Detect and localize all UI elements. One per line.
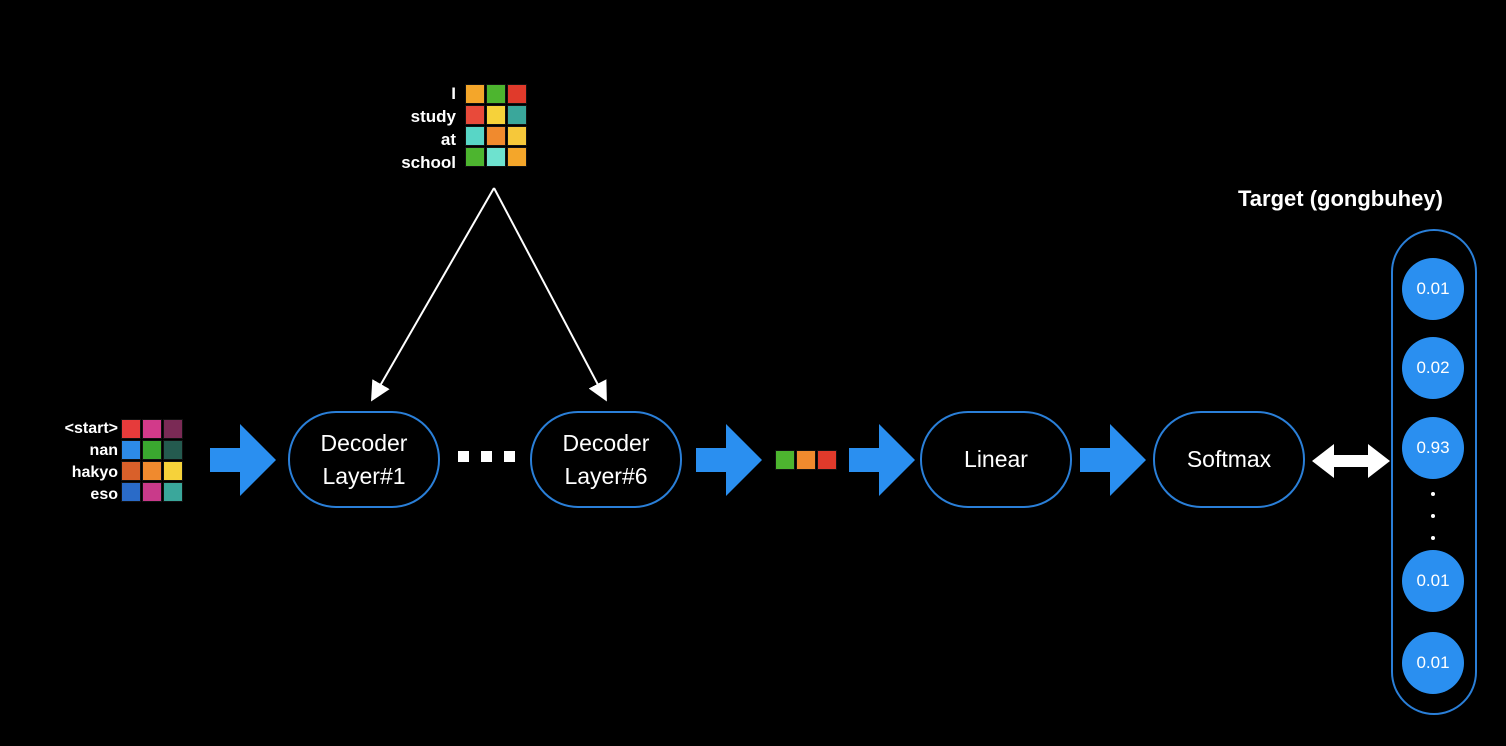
decoder-layer-1-node: Decoder Layer#1 xyxy=(288,411,440,508)
matrix-cell xyxy=(465,126,485,146)
matrix-cell xyxy=(507,147,527,167)
decoder-output-vector xyxy=(775,450,838,471)
linear-label: Linear xyxy=(964,446,1028,472)
probability-bubble: 0.01 xyxy=(1402,258,1464,320)
arrow-right-icon xyxy=(1080,424,1146,496)
decoder-input-word: eso xyxy=(90,486,118,503)
target-title: Target (gongbuhey) xyxy=(1238,186,1443,211)
arrow-right-icon xyxy=(210,424,276,496)
matrix-cell xyxy=(465,147,485,167)
matrix-cell xyxy=(507,105,527,125)
probability-bubble: 0.02 xyxy=(1402,337,1464,399)
encoder-word: study xyxy=(410,107,456,126)
probability-bubble: 0.93 xyxy=(1402,417,1464,479)
matrix-cell xyxy=(486,105,506,125)
decoder-layer-6-node: Decoder Layer#6 xyxy=(530,411,682,508)
vector-cell xyxy=(775,450,795,470)
encoder-word: I xyxy=(451,84,456,103)
arrow-right-icon xyxy=(849,424,915,496)
matrix-cell xyxy=(486,126,506,146)
encoder-output-matrix xyxy=(465,84,528,168)
vertical-ellipsis-dot xyxy=(1431,536,1435,540)
matrix-cell xyxy=(121,419,141,439)
ellipsis-icon xyxy=(458,451,516,463)
matrix-cell xyxy=(142,440,162,460)
matrix-cell xyxy=(163,440,183,460)
matrix-cell xyxy=(486,84,506,104)
vertical-ellipsis-dot xyxy=(1431,492,1435,496)
matrix-cell xyxy=(465,84,485,104)
matrix-cell xyxy=(507,84,527,104)
matrix-cell xyxy=(121,482,141,502)
line-to-layer6 xyxy=(493,187,607,402)
matrix-cell xyxy=(163,419,183,439)
matrix-cell xyxy=(163,482,183,502)
probability-bubble: 0.01 xyxy=(1402,632,1464,694)
double-arrow-icon xyxy=(1312,444,1390,478)
vector-cell xyxy=(817,450,837,470)
softmax-node: Softmax xyxy=(1153,411,1305,508)
target-vector-container xyxy=(1391,229,1477,715)
matrix-cell xyxy=(142,419,162,439)
decoder-input-word: hakyo xyxy=(71,464,118,481)
decoder-input-matrix xyxy=(121,419,184,503)
probability-bubble: 0.01 xyxy=(1402,550,1464,612)
vertical-ellipsis-dot xyxy=(1431,514,1435,518)
encoder-word: at xyxy=(440,130,456,149)
softmax-label: Softmax xyxy=(1186,446,1272,472)
line-to-layer1 xyxy=(371,187,495,402)
matrix-cell xyxy=(163,461,183,481)
arrow-right-icon xyxy=(696,424,762,496)
decoder-input-word: nan xyxy=(89,442,118,459)
matrix-cell xyxy=(465,105,485,125)
vector-cell xyxy=(796,450,816,470)
decoder-input-word: <start> xyxy=(64,420,118,437)
matrix-cell xyxy=(507,126,527,146)
encoder-words: I study at school xyxy=(370,82,456,174)
decoder-layer-1-label: Decoder Layer#1 xyxy=(320,429,408,489)
matrix-cell xyxy=(142,461,162,481)
matrix-cell xyxy=(121,440,141,460)
decoder-input-words: <start> nan hakyo eso xyxy=(30,418,118,506)
matrix-cell xyxy=(486,147,506,167)
matrix-cell xyxy=(121,461,141,481)
encoder-word: school xyxy=(401,153,456,172)
matrix-cell xyxy=(142,482,162,502)
linear-node: Linear xyxy=(920,411,1072,508)
decoder-layer-6-label: Decoder Layer#6 xyxy=(562,429,650,489)
